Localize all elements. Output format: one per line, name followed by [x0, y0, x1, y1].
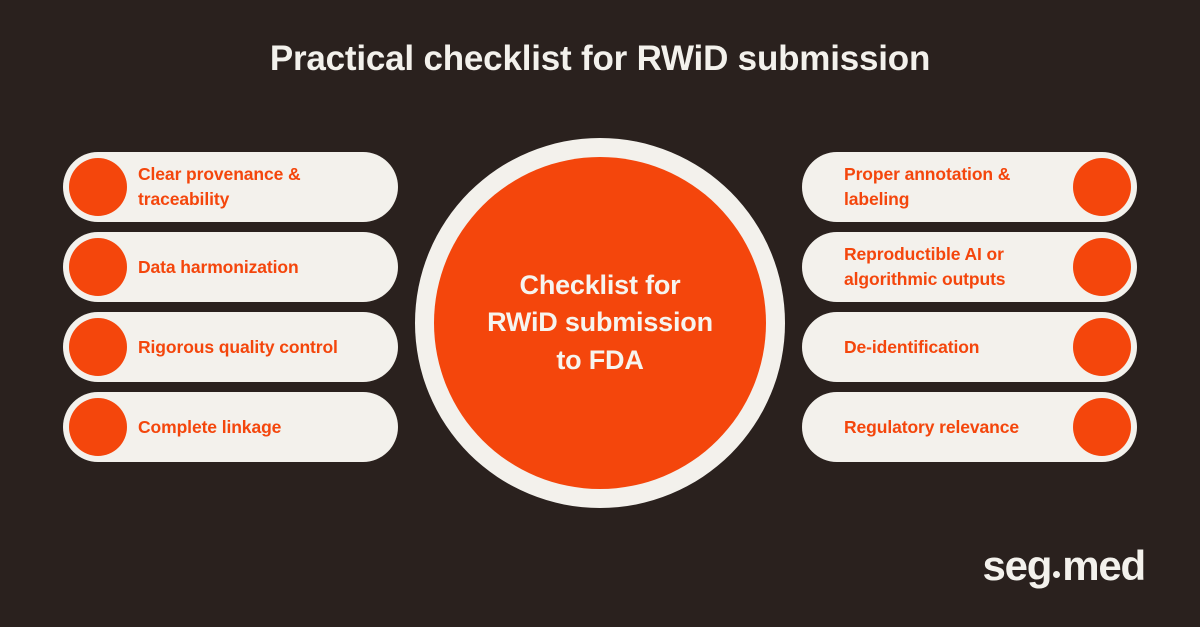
checklist-item-proper-annotation[interactable]: Proper annotation & labeling [802, 152, 1137, 222]
checklist-item-label: Data harmonization [138, 256, 299, 277]
page-title: Practical checklist for RWiD submission [269, 39, 931, 78]
left-checklist-column: Clear provenance & traceability Data har… [63, 152, 398, 472]
checklist-item-label: Proper annotation & labeling [844, 164, 1011, 209]
bullet-dot-icon [69, 238, 127, 296]
checklist-item-data-harmonization[interactable]: Data harmonization [63, 232, 398, 302]
logo-text-last: med [1062, 542, 1146, 589]
center-hub-circle: Checklist for RWiD submission to FDA [434, 157, 766, 489]
logo-text-first: seg [982, 542, 1052, 589]
checklist-item-rigorous-quality-control[interactable]: Rigorous quality control [63, 312, 398, 382]
checklist-item-label: De-identification [844, 336, 980, 357]
bullet-dot-icon [1073, 238, 1131, 296]
center-hub: Checklist for RWiD submission to FDA [415, 138, 785, 508]
checklist-item-reproductible-ai[interactable]: Reproductible AI or algorithmic outputs [802, 232, 1137, 302]
bullet-dot-icon [69, 158, 127, 216]
brand-dot-icon [1053, 571, 1061, 578]
checklist-item-complete-linkage[interactable]: Complete linkage [63, 392, 398, 462]
bullet-dot-icon [69, 398, 127, 456]
checklist-item-regulatory-relevance[interactable]: Regulatory relevance [802, 392, 1137, 462]
bullet-dot-icon [1073, 398, 1131, 456]
checklist-item-label: Clear provenance & traceability [138, 164, 301, 209]
checklist-item-label: Complete linkage [138, 416, 282, 437]
bullet-dot-icon [69, 318, 127, 376]
checklist-item-de-identification[interactable]: De-identification [802, 312, 1137, 382]
bullet-dot-icon [1073, 318, 1131, 376]
checklist-item-clear-provenance[interactable]: Clear provenance & traceability [63, 152, 398, 222]
center-hub-label: Checklist for RWiD submission to FDA [487, 270, 713, 375]
checklist-item-label: Reproductible AI or algorithmic outputs [844, 244, 1006, 289]
right-checklist-column: Proper annotation & labeling Reproductib… [802, 152, 1137, 472]
bullet-dot-icon [1073, 158, 1131, 216]
checklist-item-label: Rigorous quality control [138, 336, 338, 357]
checklist-item-label: Regulatory relevance [844, 416, 1020, 437]
segmed-logo: seg med [982, 542, 1146, 589]
